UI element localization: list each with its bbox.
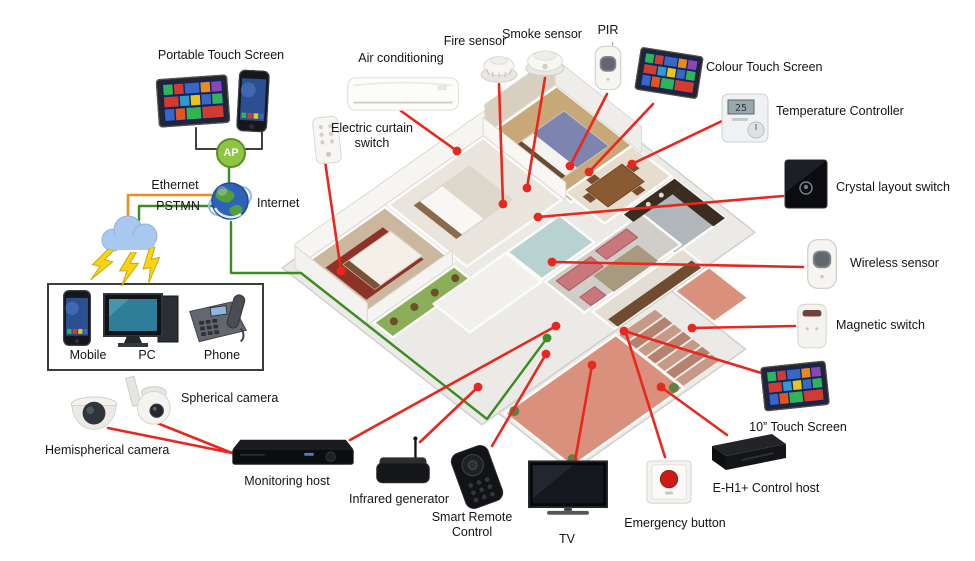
lightning-bolt-icon — [86, 246, 118, 287]
internet-label: Internet — [257, 196, 300, 210]
smart-remote-label: Smart Remote Control — [431, 510, 513, 539]
ethernet-label: Ethernet — [151, 178, 199, 192]
wireless-sensor-label: Wireless sensor — [850, 256, 939, 270]
pstn-cloud-icon — [95, 212, 165, 254]
house-floorplan-3d — [281, 54, 756, 472]
monitoring-host-icon — [228, 436, 358, 468]
emergency-button-label: Emergency button — [624, 516, 726, 530]
fire-sensor-label: Fire sensor — [443, 34, 507, 48]
phone-label: Phone — [203, 348, 241, 362]
wireless-sensor-icon — [802, 238, 842, 290]
hemispherical-camera-icon — [70, 396, 118, 434]
magnetic-switch-icon — [795, 302, 829, 350]
eh1-control-host-label: E-H1+ Control host — [712, 481, 820, 495]
air-conditioning-label: Air conditioning — [358, 51, 444, 65]
tv-icon — [528, 460, 608, 518]
temperature-controller-icon: 25 — [720, 92, 770, 144]
smart-remote-icon — [446, 440, 509, 513]
smoke-sensor-icon — [524, 46, 566, 78]
portable-touch-screen-label: Portable Touch Screen — [157, 48, 285, 62]
desk-phone-icon — [186, 292, 252, 346]
infrared-generator-icon — [372, 436, 434, 490]
crystal-switch-label: Crystal layout switch — [836, 180, 950, 194]
crystal-switch-icon — [783, 158, 829, 210]
mobile-phone-icon — [60, 290, 94, 346]
colour-touch-screen-label: Colour Touch Screen — [706, 60, 823, 74]
colour-touch-screen-icon — [634, 45, 704, 100]
portable-smartphone — [229, 69, 276, 133]
magnetic-switch-label: Magnetic switch — [836, 318, 925, 332]
curtain-switch-icon — [309, 114, 344, 167]
pc-icon — [102, 290, 186, 350]
thermostat-display: 25 — [735, 103, 747, 114]
smoke-sensor-label: Smoke sensor — [502, 27, 582, 41]
pc-label: PC — [138, 348, 156, 362]
monitoring-host-label: Monitoring host — [244, 474, 330, 488]
fire-sensor-icon — [479, 52, 519, 84]
pstmn-label: PSTMN — [156, 199, 200, 213]
mobile-label: Mobile — [69, 348, 107, 362]
lightning-bolt-icon — [136, 246, 168, 287]
touch-screen-10-icon — [760, 359, 831, 414]
eh1-control-host-icon — [702, 430, 790, 474]
pir-label: PIR — [597, 23, 619, 37]
infrared-generator-label: Infrared generator — [348, 492, 450, 506]
hemispherical-camera-label: Hemispherical camera — [45, 443, 170, 457]
tv-label: TV — [559, 532, 575, 546]
ap-label: AP — [223, 147, 239, 159]
internet-globe-icon — [207, 178, 253, 224]
spherical-camera-icon — [123, 375, 175, 431]
connection-lines — [106, 76, 805, 463]
spherical-camera-label: Spherical camera — [181, 391, 279, 405]
portable-tablet — [155, 72, 231, 131]
emergency-button-icon — [645, 459, 693, 505]
air-conditioning-icon — [344, 74, 462, 114]
pir-sensor-icon — [593, 40, 623, 90]
lightning-bolt-icon — [117, 252, 141, 288]
ap-node: AP — [216, 138, 246, 168]
curtain-switch-label: Electric curtain switch — [331, 121, 413, 150]
temperature-controller-label: Temperature Controller — [776, 104, 904, 118]
touch-screen-10-label: 10” Touch Screen — [749, 420, 847, 434]
